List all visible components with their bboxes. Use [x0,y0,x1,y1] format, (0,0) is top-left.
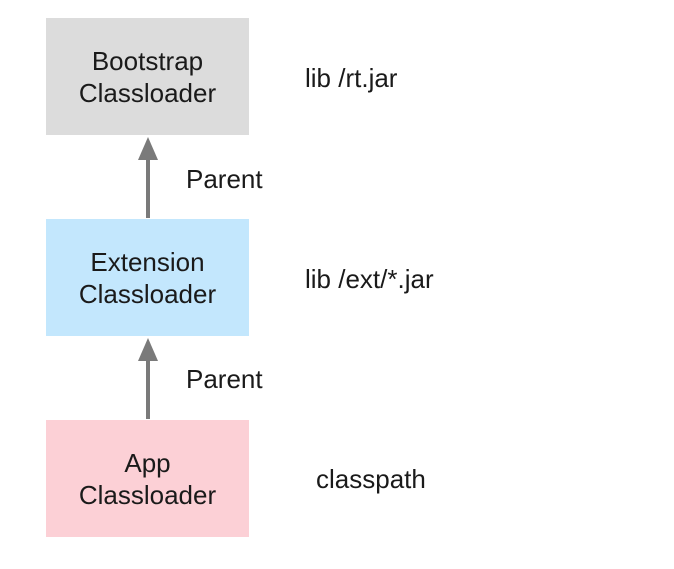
app-classloader-line1: App [124,447,171,478]
arrow-app-to-extension [138,338,158,419]
extension-classloader-line1: Extension [90,246,205,277]
bootstrap-classloader-box: Bootstrap Classloader [46,18,249,135]
app-classloader-box: App Classloader [46,420,249,537]
bootstrap-path-label: lib /rt.jar [305,63,398,93]
bootstrap-classloader-line2: Classloader [78,77,217,108]
extension-path-label: lib /ext/*.jar [305,264,434,294]
parent-label-upper: Parent [186,164,263,194]
app-path-label: classpath [316,464,426,494]
extension-classloader-line2: Classloader [78,278,217,309]
arrow-extension-to-bootstrap [138,137,158,218]
bootstrap-classloader-line1: Bootstrap [91,45,204,76]
parent-label-lower: Parent [186,364,263,394]
app-classloader-line2: Classloader [78,479,217,510]
extension-classloader-box: Extension Classloader [46,219,249,336]
